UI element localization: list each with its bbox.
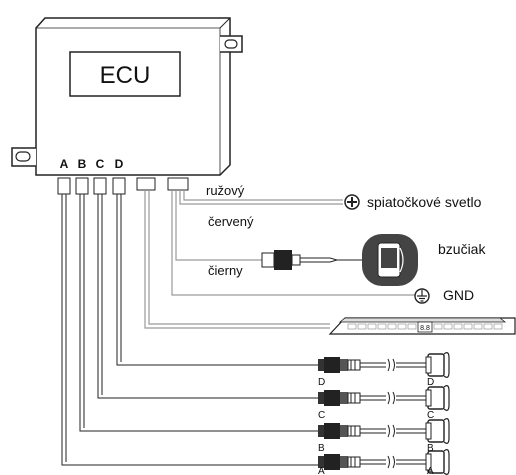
port-label-a: A <box>60 157 69 171</box>
sensor-label-left-a: A <box>318 466 325 475</box>
ecu-label: ECU <box>100 62 151 89</box>
ground-icon <box>414 288 430 304</box>
sensor-label-left-c: C <box>318 410 325 421</box>
sensor-label-left-b: B <box>318 443 325 454</box>
buzzer-label: bzučiak <box>438 241 486 257</box>
port-label-c: C <box>96 157 105 171</box>
sensor-label-right-b: B <box>427 443 434 454</box>
power-wires <box>171 190 415 296</box>
mounting-tab-icon <box>11 147 36 167</box>
sensor-label-left-d: D <box>318 377 325 388</box>
sensor-a: A A <box>317 448 450 475</box>
display-wire <box>144 190 330 329</box>
ecu-unit: ECU <box>35 17 231 176</box>
reverse-light-label: spiatočkové svetlo <box>367 194 482 210</box>
plus-circle-icon <box>344 194 360 210</box>
mounting-tab-icon <box>220 35 243 53</box>
port-label-d: D <box>115 157 124 171</box>
ecu-label-box <box>69 51 181 97</box>
sensor-c: C C <box>317 384 450 421</box>
sensor-wires <box>61 194 318 466</box>
sensor-d: D D <box>317 351 450 388</box>
display-readout: 8.8 <box>420 325 430 332</box>
wire-label-red: červený <box>208 214 254 229</box>
port-connectors <box>57 177 189 195</box>
wire-label-pink: ružový <box>206 183 245 198</box>
wire-label-black: čierny <box>208 263 243 278</box>
port-labels: A B C D <box>60 157 124 171</box>
sensor-label-right-d: D <box>427 377 434 388</box>
sensor-label-right-a: A <box>427 466 434 475</box>
port-label-b: B <box>78 157 87 171</box>
sensor-label-right-c: C <box>427 410 434 421</box>
sensor-b: B B <box>317 417 450 454</box>
display-unit: 8.8 <box>328 317 516 335</box>
buzzer-unit <box>362 234 418 286</box>
buzzer-connector <box>261 250 362 270</box>
ground-label: GND <box>443 287 474 303</box>
